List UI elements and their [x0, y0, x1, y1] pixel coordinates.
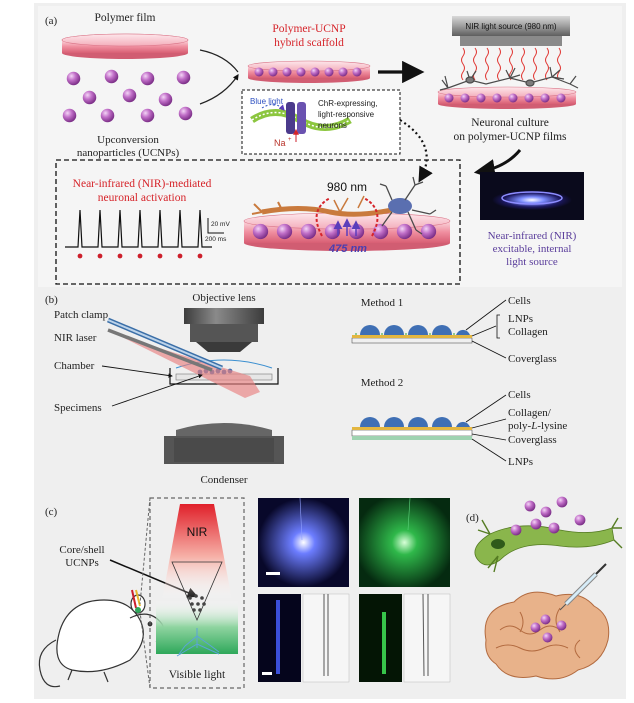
- method2-title: Method 2: [361, 377, 403, 389]
- scale-ms: 200 ms: [205, 236, 227, 243]
- m2-collagen-label: Collagen/: [508, 407, 552, 419]
- m2-coverglass-label: Coverglass: [508, 434, 557, 446]
- arrow-to-internal-source: [473, 149, 522, 180]
- neuron-with-nanoparticles: [474, 517, 623, 573]
- core-shell-label-line2: UCNPs: [65, 557, 99, 569]
- chr-label-line1: ChR-expressing,: [318, 99, 378, 108]
- m2-lnps-label: LNPs: [508, 456, 533, 468]
- specimens-pointer: [111, 374, 203, 407]
- cultured-neurons: [439, 66, 579, 91]
- visible-light-text: Visible light: [169, 669, 226, 681]
- panel-d-label: (d): [466, 512, 479, 524]
- scaffold-title-line2: hybrid scaffold: [274, 37, 344, 49]
- m1-coverglass-label: Coverglass: [508, 353, 557, 365]
- activation-title-line2: neuronal activation: [98, 192, 187, 204]
- syringe-icon: [559, 563, 607, 611]
- m2-polylysine-label: poly-L-lysine: [508, 420, 567, 432]
- m1-lnps-label: LNPs: [508, 313, 533, 325]
- light-ring: [492, 190, 572, 210]
- patch-clamp-label: Patch clamp: [54, 309, 109, 321]
- micrograph-green-fiber: [359, 594, 402, 682]
- polymer-film-label: Polymer film: [94, 12, 155, 24]
- scale-bar-top: [266, 572, 280, 575]
- stimulus-dots: [77, 253, 203, 259]
- neuron-dendrites: [176, 628, 220, 657]
- chr-label-line2: light-responsive: [318, 110, 375, 119]
- patch-clamp-pipette: [107, 317, 223, 371]
- nir-light-source: [452, 16, 570, 46]
- method2-diagram: [351, 417, 473, 440]
- merge-arrow: [199, 49, 238, 105]
- nir-source-label: NIR light source (980 nm): [465, 22, 556, 31]
- objective-lens: [184, 308, 264, 352]
- condenser-label: Condenser: [200, 474, 247, 486]
- scaffold-title-line1: Polymer-UCNP: [272, 23, 345, 35]
- ucnp-dots: [188, 594, 206, 612]
- spike-trace: [65, 209, 212, 248]
- laser-fiber: [107, 328, 213, 372]
- activation-title-line1: Near-infrared (NIR)-mediated: [73, 178, 212, 190]
- scale-bar: [207, 218, 224, 234]
- nir-arc-right: [363, 197, 379, 237]
- culture-film: [437, 86, 577, 109]
- specimens-label: Specimens: [54, 402, 102, 414]
- culture-label-line1: Neuronal culture: [471, 117, 549, 129]
- nir-laser-label: NIR laser: [54, 332, 97, 344]
- objective-label: Objective lens: [192, 292, 255, 304]
- polymer-film: [61, 33, 189, 59]
- ucnp-label-line2: nanoparticles (UCNPs): [77, 147, 180, 159]
- chamber-label: Chamber: [54, 360, 95, 372]
- sodium-charge: +: [288, 137, 292, 143]
- chamber-pointer: [101, 365, 173, 378]
- internal-label-line2: excitable, internal: [493, 243, 572, 255]
- micrograph-bright-2: [403, 593, 451, 683]
- blue-light-arrow: [261, 104, 285, 111]
- m1-bracket: [496, 314, 500, 339]
- ucnp-label-line1: Upconversion: [97, 134, 159, 146]
- sodium-label: Na: [274, 138, 286, 148]
- panel-c-label: (c): [45, 506, 58, 518]
- m1-cells-label: Cells: [508, 295, 531, 307]
- internal-label-line3: light source: [506, 256, 558, 268]
- zoom-inset-box: [149, 497, 245, 689]
- m1-collagen-label: Collagen: [508, 326, 548, 338]
- fiber-cone: [171, 561, 223, 622]
- micrograph-bright-1: [302, 593, 350, 683]
- method1-diagram: [351, 325, 473, 344]
- chr-channel-icon: [286, 102, 306, 134]
- panel-b-label: (b): [45, 294, 58, 306]
- scale-bar-bottom: [262, 672, 272, 675]
- chr-label-line3: neurons: [318, 121, 347, 130]
- visible-light-glow: [156, 600, 238, 654]
- wavelength-980: 980 nm: [327, 180, 367, 194]
- micrograph-green-top: [359, 498, 450, 587]
- nir-arc-left: [315, 197, 331, 237]
- wavelength-475: 475 nm: [328, 243, 367, 255]
- activation-box: [55, 159, 461, 285]
- nir-laser-beam: [120, 336, 260, 398]
- condenser: [164, 423, 284, 464]
- panel-a-label: (a): [45, 15, 58, 27]
- nir-waves: [461, 47, 561, 81]
- upconversion-arrows: [333, 218, 361, 236]
- internal-label-line1: Near-infrared (NIR): [488, 230, 577, 242]
- nir-cone: [162, 504, 232, 600]
- method1-title: Method 1: [361, 297, 403, 309]
- core-shell-label-line1: Core/shell: [59, 544, 104, 556]
- culture-label-line2: on polymer-UCNP films: [453, 131, 567, 143]
- activated-neuron: [251, 176, 437, 235]
- m2-cells-label: Cells: [508, 389, 531, 401]
- chr-inset-box: [241, 89, 401, 155]
- hybrid-scaffold: [247, 60, 371, 83]
- blue-light-label: Blue light: [250, 97, 284, 106]
- implant-fiber: [131, 589, 141, 613]
- scale-mv: 20 mV: [211, 221, 230, 228]
- nir-text: NIR: [187, 525, 208, 539]
